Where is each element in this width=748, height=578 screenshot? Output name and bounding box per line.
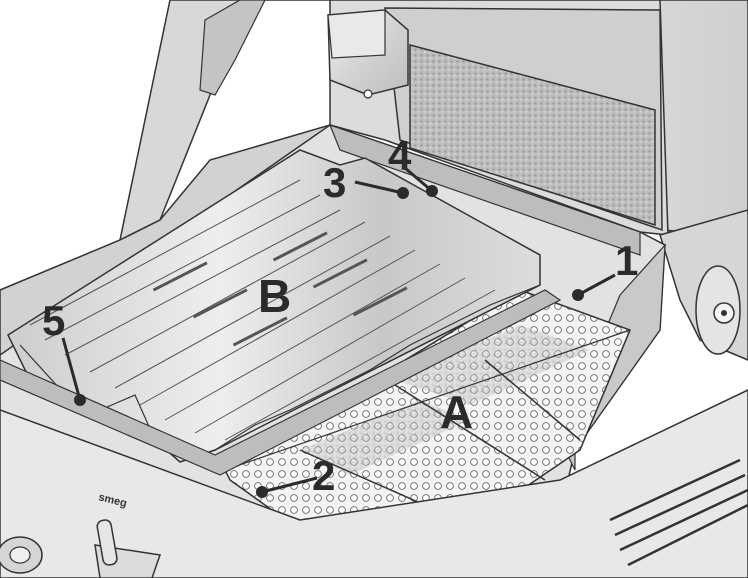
zone-a-label: A <box>440 386 473 438</box>
zone-b-label: B <box>258 270 291 322</box>
callout-3-dot <box>397 187 409 199</box>
lid-vent <box>409 44 656 227</box>
callout-4-label: 4 <box>388 132 412 179</box>
callout-4-dot <box>426 185 438 197</box>
corrugated-plate-zone-b <box>7 149 541 463</box>
callout-2-dot <box>256 486 268 498</box>
leader-lines <box>61 166 616 494</box>
front-rail <box>0 289 562 476</box>
right-panel <box>659 209 748 361</box>
callout-3-label: 3 <box>323 159 346 206</box>
callout-2-label: 2 <box>312 452 335 499</box>
callout-1-label: 1 <box>615 237 638 284</box>
callout-5-label: 5 <box>42 297 65 344</box>
callout-1-dot <box>572 289 584 301</box>
callout-5-dot <box>74 394 86 406</box>
control-panel <box>0 389 748 578</box>
hinge-box <box>327 9 409 99</box>
